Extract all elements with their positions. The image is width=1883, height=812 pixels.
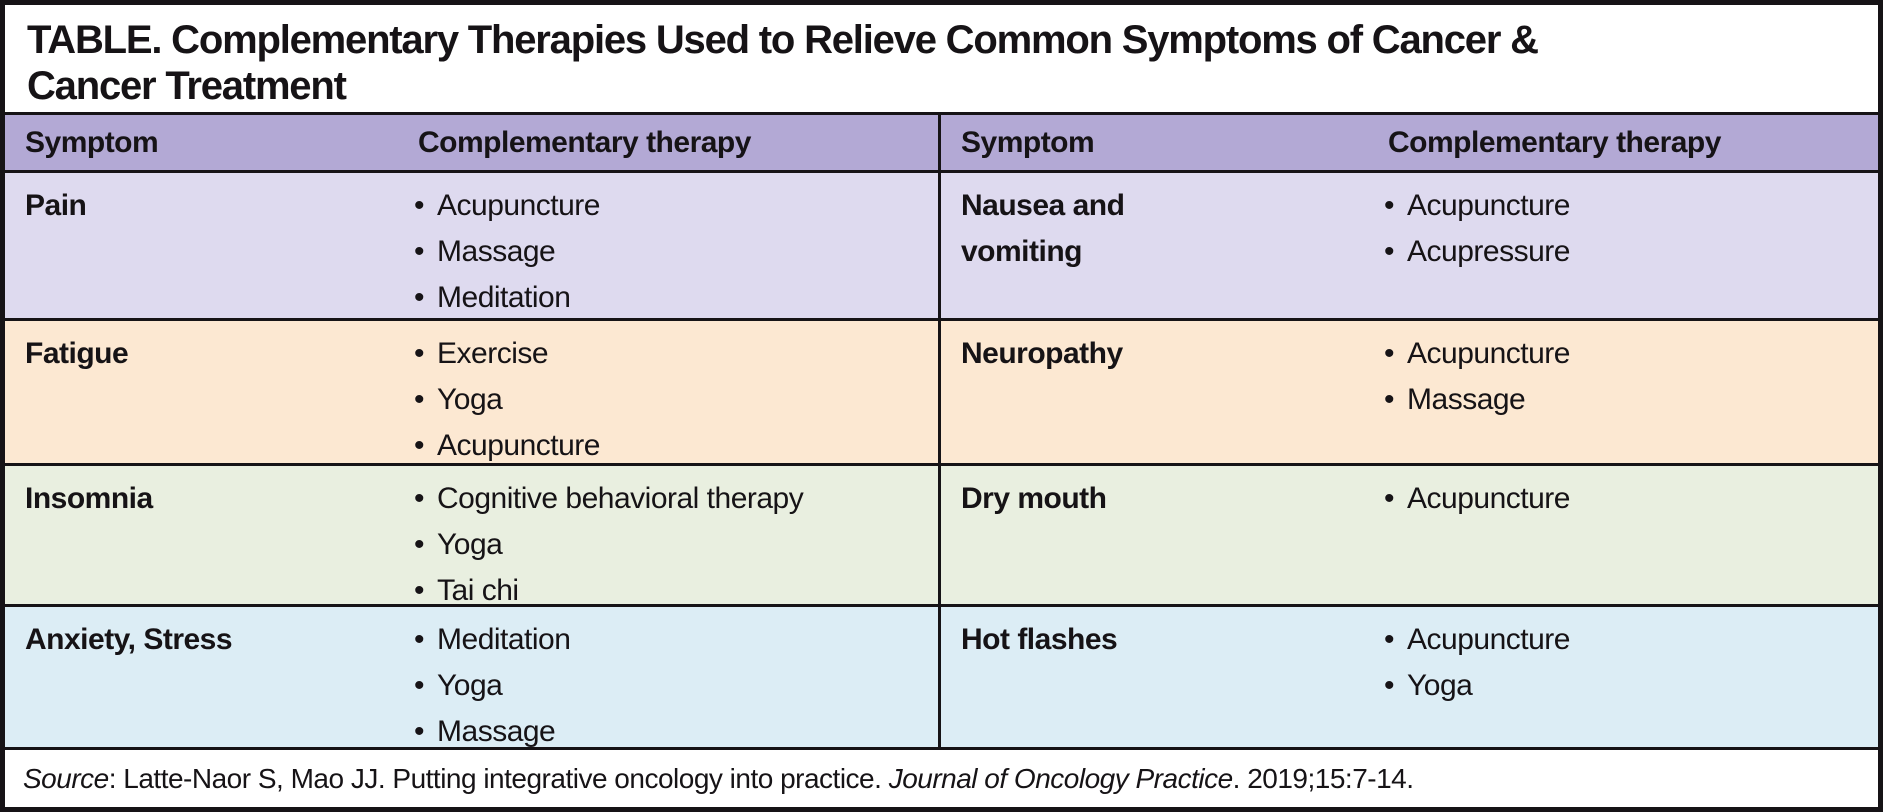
- therapy-cell-anxiety-stress: • Meditation • Yoga • Massage: [398, 604, 938, 747]
- therapy-label: Yoga: [1407, 669, 1473, 702]
- therapy-cell-neuropathy: • Acupuncture • Massage: [1368, 318, 1878, 463]
- therapy-cell-fatigue: • Exercise • Yoga • Acupuncture: [398, 318, 938, 463]
- therapy-cell-pain: • Acupuncture • Massage • Meditation: [398, 170, 938, 318]
- therapy-label: Cognitive behavioral therapy: [437, 482, 804, 515]
- bullet-icon: •: [414, 669, 425, 702]
- therapy-label: Acupuncture: [437, 429, 600, 462]
- bullet-icon: •: [1384, 189, 1395, 222]
- therapy-label: Acupressure: [1407, 235, 1570, 268]
- therapy-item: • Acupuncture: [414, 423, 938, 463]
- bullet-icon: •: [414, 482, 425, 515]
- bullet-icon: •: [414, 528, 425, 561]
- therapy-item: • Meditation: [414, 617, 938, 663]
- therapy-cell-insomnia: • Cognitive behavioral therapy • Yoga • Tai c…: [398, 463, 938, 604]
- therapy-label: Meditation: [437, 623, 571, 656]
- bullet-icon: •: [1384, 383, 1395, 416]
- therapy-list: • Acupuncture • Massage: [1368, 321, 1878, 423]
- source-text-segment: : Latte-Naor S, Mao JJ. Putting integrat…: [108, 762, 889, 794]
- bullet-icon: •: [414, 715, 425, 747]
- symptom-cell-fatigue: Fatigue: [5, 318, 398, 463]
- therapy-item: • Acupuncture: [414, 183, 938, 229]
- therapy-label: Tai chi: [437, 574, 519, 604]
- therapy-item: • Acupuncture: [1384, 476, 1878, 522]
- symptom-cell-hot-flashes: Hot flashes: [938, 604, 1368, 747]
- source-italic-segment: Source: [23, 762, 109, 794]
- therapy-label: Yoga: [437, 669, 503, 702]
- bullet-icon: •: [414, 189, 425, 222]
- therapy-cell-nausea-vomiting: • Acupuncture • Acupressure: [1368, 170, 1878, 318]
- column-header-symptom-left: Symptom: [5, 112, 398, 170]
- therapy-label: Meditation: [437, 281, 571, 314]
- therapy-label: Exercise: [437, 337, 549, 370]
- therapy-list: • Acupuncture • Acupressure: [1368, 173, 1878, 275]
- therapy-label: Yoga: [437, 383, 503, 416]
- bullet-icon: •: [414, 574, 425, 604]
- symptom-cell-nausea-vomiting: Nausea and vomiting: [938, 170, 1368, 318]
- source-text-segment: . 2019;15:7-14.: [1232, 762, 1414, 794]
- bullet-icon: •: [1384, 337, 1395, 370]
- therapy-label: Acupuncture: [1407, 482, 1570, 515]
- column-header-symptom-right: Symptom: [938, 112, 1368, 170]
- therapy-item: • Acupuncture: [1384, 183, 1878, 229]
- bullet-icon: •: [414, 429, 425, 462]
- therapy-list: • Meditation • Yoga • Massage: [398, 607, 938, 747]
- source-italic-segment: Journal of Oncology Practice: [888, 762, 1233, 794]
- bullet-icon: •: [1384, 235, 1395, 268]
- therapy-label: Massage: [1407, 383, 1526, 416]
- therapy-label: Acupuncture: [1407, 623, 1570, 656]
- bullet-icon: •: [414, 281, 425, 314]
- symptom-cell-pain: Pain: [5, 170, 398, 318]
- therapy-label: Acupuncture: [437, 189, 600, 222]
- therapy-item: • Yoga: [414, 663, 938, 709]
- bullet-icon: •: [414, 383, 425, 416]
- therapy-list: • Acupuncture: [1368, 466, 1878, 522]
- bullet-icon: •: [1384, 482, 1395, 515]
- bullet-icon: •: [1384, 623, 1395, 656]
- symptom-cell-neuropathy: Neuropathy: [938, 318, 1368, 463]
- therapy-item: • Acupuncture: [1384, 331, 1878, 377]
- source-citation: Source: Latte-Naor S, Mao JJ. Putting in…: [5, 747, 1878, 807]
- therapy-item: • Yoga: [1384, 663, 1878, 709]
- column-header-therapy-left: Complementary therapy: [398, 112, 938, 170]
- therapy-label: Massage: [437, 715, 556, 747]
- therapy-item: • Tai chi: [414, 568, 938, 604]
- table-title: TABLE. Complementary Therapies Used to R…: [5, 5, 1878, 112]
- bullet-icon: •: [414, 623, 425, 656]
- therapy-item: • Massage: [1384, 377, 1878, 423]
- therapy-item: • Acupuncture: [1384, 617, 1878, 663]
- therapy-list: • Cognitive behavioral therapy • Yoga • Tai c…: [398, 466, 938, 604]
- therapy-label: Massage: [437, 235, 556, 268]
- symptom-cell-dry-mouth: Dry mouth: [938, 463, 1368, 604]
- therapy-label: Acupuncture: [1407, 337, 1570, 370]
- therapy-label: Acupuncture: [1407, 189, 1570, 222]
- therapy-list: • Acupuncture • Massage • Meditation: [398, 173, 938, 318]
- table-title-line-2: Cancer Treatment: [27, 64, 347, 108]
- therapy-item: • Cognitive behavioral therapy: [414, 476, 938, 522]
- bullet-icon: •: [414, 235, 425, 268]
- therapy-item: • Acupressure: [1384, 229, 1878, 275]
- therapy-item: • Yoga: [414, 522, 938, 568]
- therapy-list: • Acupuncture • Yoga: [1368, 607, 1878, 709]
- symptom-cell-insomnia: Insomnia: [5, 463, 398, 604]
- therapy-list: • Exercise • Yoga • Acupuncture: [398, 321, 938, 463]
- therapy-cell-hot-flashes: • Acupuncture • Yoga: [1368, 604, 1878, 747]
- table-title-line-1: TABLE. Complementary Therapies Used to R…: [27, 18, 1539, 62]
- column-header-therapy-right: Complementary therapy: [1368, 112, 1878, 170]
- bullet-icon: •: [414, 337, 425, 370]
- therapy-cell-dry-mouth: • Acupuncture: [1368, 463, 1878, 604]
- therapy-table: Symptom Complementary therapy Symptom Co…: [5, 112, 1878, 807]
- therapy-item: • Meditation: [414, 275, 938, 318]
- therapy-item: • Massage: [414, 229, 938, 275]
- therapy-item: • Massage: [414, 709, 938, 747]
- therapy-item: • Exercise: [414, 331, 938, 377]
- bullet-icon: •: [1384, 669, 1395, 702]
- therapy-item: • Yoga: [414, 377, 938, 423]
- therapy-label: Yoga: [437, 528, 503, 561]
- symptom-cell-anxiety-stress: Anxiety, Stress: [5, 604, 398, 747]
